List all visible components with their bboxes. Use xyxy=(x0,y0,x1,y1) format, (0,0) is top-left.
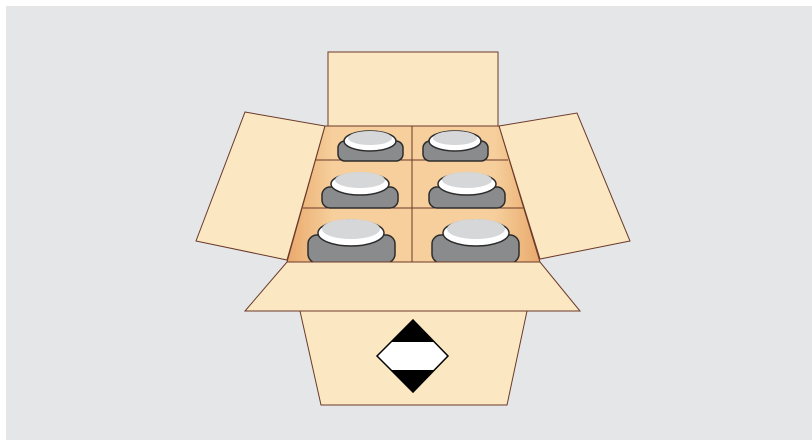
front-flap xyxy=(245,262,580,311)
back-flap xyxy=(328,52,498,126)
